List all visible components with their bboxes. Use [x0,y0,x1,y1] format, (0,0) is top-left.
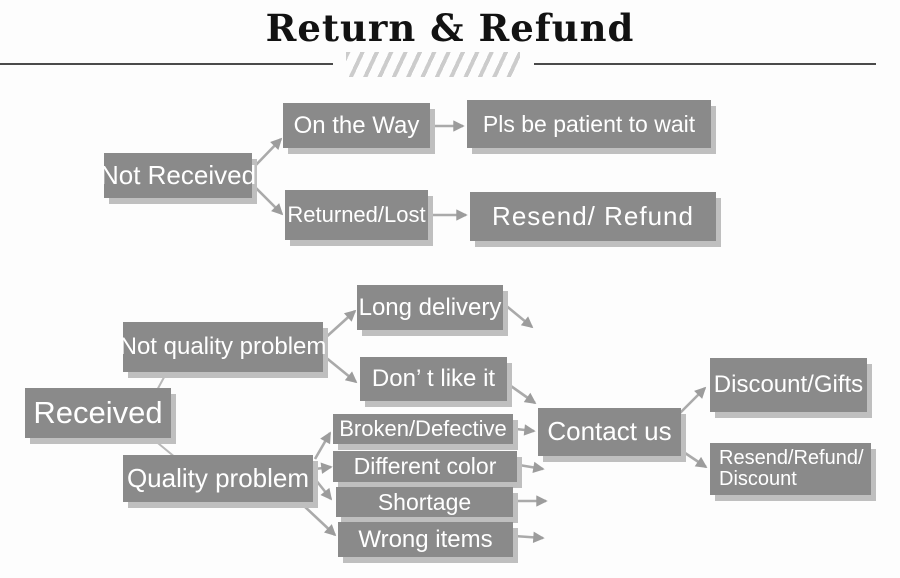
hatch-decoration [346,52,520,77]
node-resend-refund: Resend/ Refund [470,192,716,241]
node-discount-gifts: Discount/Gifts [710,358,867,412]
divider-line-right [534,63,876,65]
node-returned-lost: Returned/Lost [285,190,428,240]
node-line-1: Resend/Refund/ [719,447,864,469]
node-resend-refund-discount: Resend/Refund/ Discount [710,443,871,495]
node-on-the-way: On the Way [283,103,430,148]
node-quality-problem: Quality problem [123,455,313,502]
page-title: Return & Refund [265,6,635,50]
node-received: Received [25,388,171,438]
node-long-delivery: Long delivery [357,285,503,330]
node-different-color: Different color [333,451,517,482]
node-shortage: Shortage [336,487,513,517]
node-wrong-items: Wrong items [338,522,513,557]
node-not-received: Not Received [100,153,256,198]
divider-line-left [0,63,333,65]
node-broken-defective: Broken/Defective [333,414,513,444]
node-line-2: Discount [719,468,797,490]
node-dont-like-it: Don’ t like it [360,357,507,401]
node-pls-be-patient: Pls be patient to wait [467,100,711,148]
node-contact-us: Contact us [538,408,681,456]
node-not-quality-problem: Not quality problem [120,322,326,372]
